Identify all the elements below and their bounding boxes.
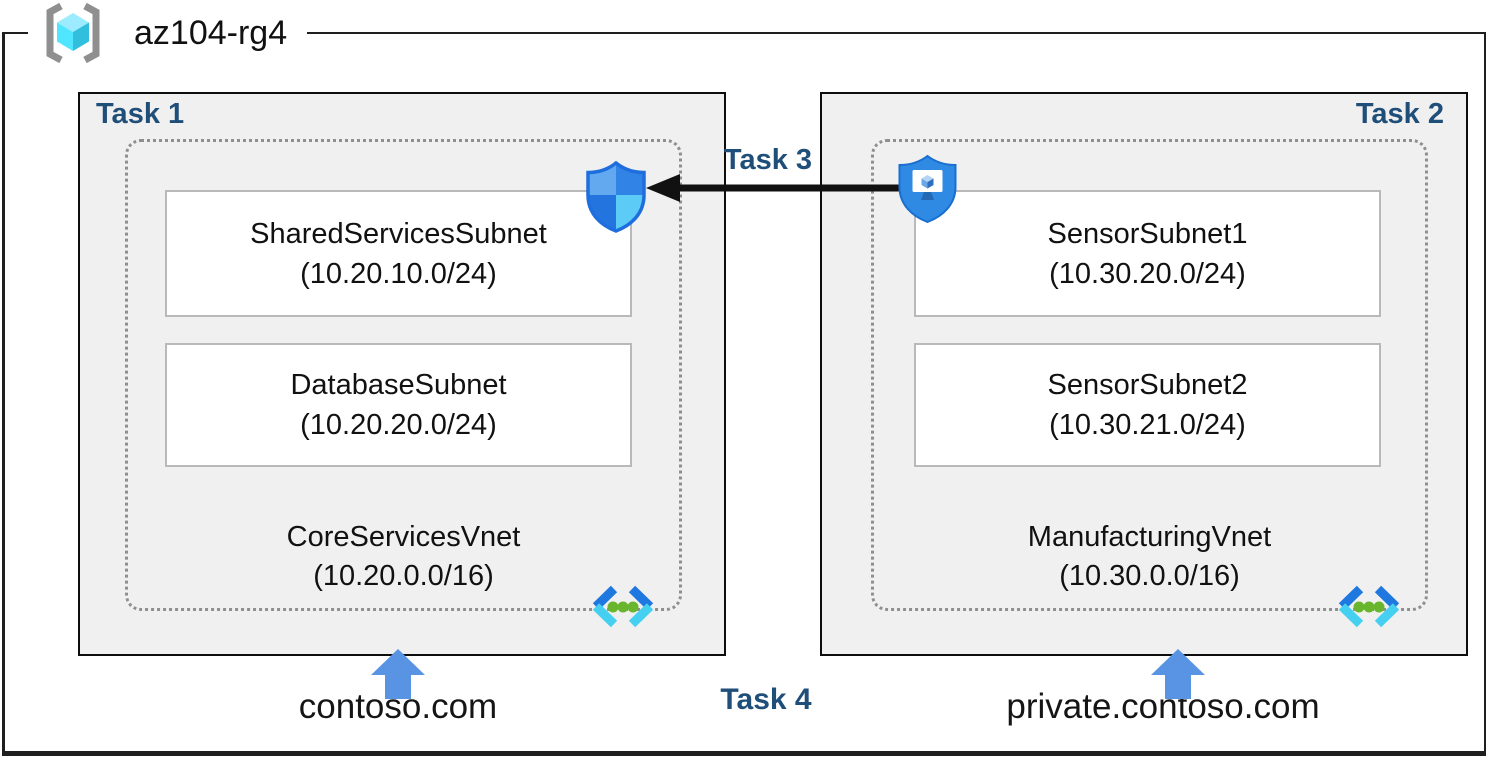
- subnet-box-database: DatabaseSubnet (10.20.20.0/24): [165, 343, 632, 467]
- vnet-name-manufacturing: ManufacturingVnet (10.30.0.0/16): [1027, 521, 1272, 592]
- subnet-name: SensorSubnet2: [1047, 369, 1248, 401]
- task2-label: Task 2: [1355, 98, 1444, 130]
- dns-arrow-right: [1148, 648, 1208, 700]
- dns-zone-label-private-contoso: private.contoso.com: [1006, 687, 1320, 726]
- network-security-group-icon: [585, 160, 647, 233]
- task1-label: Task 1: [96, 98, 185, 130]
- subnet-name: DatabaseSubnet: [290, 369, 507, 401]
- task2-region: Task 2 SensorSubnet1 (10.30.20.0/24) Sen…: [820, 92, 1468, 656]
- task3-label: Task 3: [723, 144, 813, 176]
- subnet-prefix: (10.30.20.0/24): [1049, 257, 1246, 290]
- virtual-network-icon: [589, 584, 657, 629]
- subnet-prefix: (10.20.20.0/24): [300, 409, 497, 441]
- application-security-group-icon: [896, 154, 959, 224]
- resource-group-header: az104-rg4: [28, 0, 308, 66]
- vnet-boundary-manufacturing: [871, 139, 1428, 611]
- subnet-box-sharedservices: SharedServicesSubnet (10.20.10.0/24): [165, 190, 632, 317]
- resource-group-icon: [36, 1, 110, 65]
- subnet-prefix: (10.30.21.0/24): [1049, 409, 1246, 441]
- task4-label: Task 4: [720, 683, 812, 716]
- subnet-prefix: (10.20.10.0/24): [300, 257, 497, 290]
- subnet-box-sensor2: SensorSubnet2 (10.30.21.0/24): [914, 343, 1381, 467]
- dns-arrow-left: [368, 648, 428, 700]
- subnet-box-sensor1: SensorSubnet1 (10.30.20.0/24): [914, 190, 1381, 317]
- resource-group-container: [2, 32, 1486, 756]
- resource-group-name: az104-rg4: [134, 13, 288, 52]
- vnet-name-coreservices: CoreServicesVnet (10.20.0.0/16): [286, 521, 521, 592]
- task3-arrow: [642, 168, 904, 208]
- virtual-network-icon: [1335, 584, 1403, 629]
- vnet-boundary-coreservices: [125, 139, 682, 611]
- subnet-name: SensorSubnet1: [1047, 217, 1248, 250]
- subnet-name: SharedServicesSubnet: [250, 217, 547, 250]
